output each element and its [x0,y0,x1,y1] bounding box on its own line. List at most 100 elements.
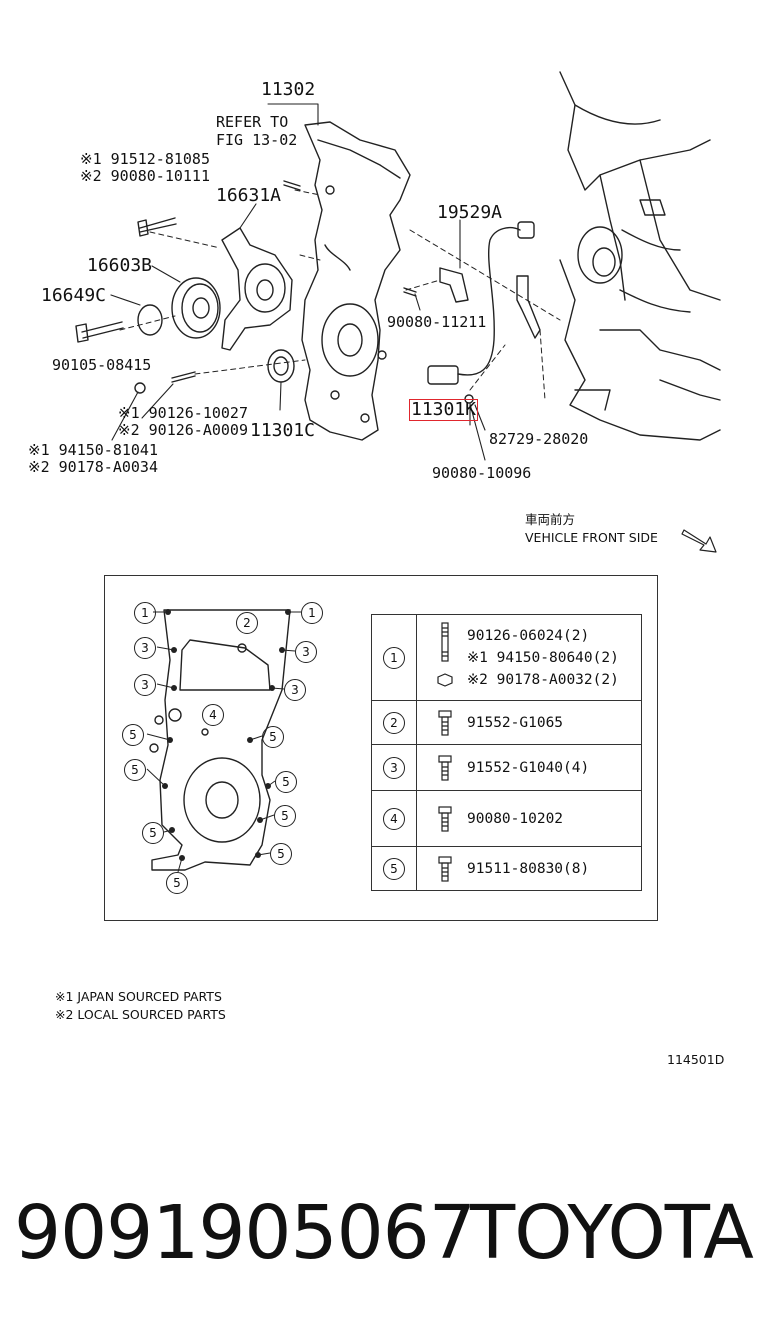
callout-3-c: 3 [134,674,156,696]
callout-5-g: 5 [270,843,292,865]
label-fig-ref: FIG 13-02 [216,131,298,149]
small-bolt-90080-11211 [403,287,417,297]
label-82729-28020: 82729-28020 [489,430,589,448]
crank-position-sensor [427,221,535,385]
row-ref-cell: 4 [371,790,417,847]
engine-block-outline [559,71,721,441]
nut-icon [437,672,453,687]
callout-5-a: 5 [122,724,144,746]
row-parts-cell: 90126-06024(2) ※1 94150-80640(2) ※2 9017… [416,614,642,701]
callout-2: 2 [236,612,258,634]
note-japan-sourced: ※1 JAPAN SOURCED PARTS [55,989,222,1004]
part-line: 90126-06024(2) [417,621,641,662]
bolt-91512 [137,217,177,237]
label-11301K-highlighted[interactable]: 11301K [409,399,479,421]
vehicle-front-arrow-icon [681,529,717,553]
row-ref-cell: 2 [371,700,417,745]
timing-chain-cover [301,121,411,441]
part-line: 91552-G1040(4) [417,754,641,781]
row-ref-cell: 5 [371,846,417,891]
label-19529A: 19529A [437,202,503,223]
ref-circle: 4 [383,807,405,830]
label-11301C: 11301C [250,420,316,441]
idler-pulley [171,277,221,339]
fastener-table: 1 90126-06024(2) ※1 94150-80640(2) ※2 90… [371,614,642,891]
direction-label-jp: 車両前方 [525,512,576,527]
part-number-text: ※2 90178-A0032(2) [467,671,619,688]
table-row: 4 90080-10202 [371,790,642,847]
footer-brand: TOYOTA [470,1190,754,1276]
footer-part-number: 9091905067 [14,1190,476,1276]
figure-code: 114501D [667,1052,725,1067]
callout-3-d: 3 [284,679,306,701]
flange-bolt-icon [438,754,452,781]
part-line: ※2 90178-A0032(2) [417,669,641,691]
part-number-text: 90126-06024(2) [467,627,590,644]
stud-bolt-icon [441,621,449,662]
row-ref-cell: 3 [371,744,417,791]
note-local-sourced: ※2 LOCAL SOURCED PARTS [55,1007,226,1022]
part-number-text: ※1 94150-80640(2) [467,649,619,666]
bolt-layout-inset [104,575,658,921]
part-line: ※1 94150-80640(2) [417,647,641,669]
row-parts-cell: 91552-G1065 [416,700,642,745]
callout-5-c: 5 [124,759,146,781]
ref-circle: 1 [383,646,405,669]
flange-bolt-icon [438,805,452,832]
callout-5-b: 5 [262,726,284,748]
idler-pulley-bracket [221,227,293,351]
label-16649C: 16649C [41,285,107,306]
cover-bolt-layout [149,609,291,871]
row-parts-cell: 91511-80830(8) [416,846,642,891]
bolt-90105 [75,321,124,343]
callout-5-f: 5 [142,822,164,844]
label-94150-81041: ※1 94150-81041 [28,441,158,459]
label-90080-11211: 90080-11211 [387,313,487,331]
row-ref-cell: 1 [371,614,417,701]
label-90178-A0034: ※2 90178-A0034 [28,458,158,476]
callout-5-e: 5 [274,805,296,827]
ref-circle: 3 [383,756,405,779]
sensor-bracket [439,267,469,303]
ref-circle: 2 [383,711,405,734]
stud-top [283,180,301,191]
label-refer-to: REFER TO [216,113,289,131]
callout-5-h: 5 [166,872,188,894]
oil-seal [267,349,295,383]
callout-4: 4 [202,704,224,726]
callout-5-d: 5 [275,771,297,793]
flange-bolt-icon [438,855,452,882]
label-90080-10096: 90080-10096 [432,464,532,482]
part-number-text: 91552-G1040(4) [467,759,590,776]
pulley-cover-plate [137,304,163,336]
table-row: 2 91552-G1065 [371,700,642,745]
label-90126-A0009: ※2 90126-A0009 [118,421,248,439]
callout-1-left: 1 [134,602,156,624]
callout-3-a: 3 [134,637,156,659]
table-row: 5 91511-80830(8) [371,846,642,891]
part-line: 91552-G1065 [417,709,641,736]
sensor-clip [516,275,541,339]
table-row: 3 91552-G1040(4) [371,744,642,791]
callout-1-right: 1 [301,602,323,624]
part-line: 90080-10202 [417,805,641,832]
label-11302: 11302 [261,79,316,100]
flange-bolt-icon [438,709,452,736]
label-90105-08415: 90105-08415 [52,356,152,374]
part-line: 91511-80830(8) [417,855,641,882]
label-90080-10111: ※2 90080-10111 [80,167,210,185]
nut-94150 [134,382,146,394]
label-91512-81085: ※1 91512-81085 [80,150,210,168]
direction-label-en: VEHICLE FRONT SIDE [525,530,658,545]
stud-90126 [171,371,196,383]
ref-circle: 5 [383,857,405,880]
label-90126-10027: ※1 90126-10027 [118,404,248,422]
row-parts-cell: 91552-G1040(4) [416,744,642,791]
part-number-text: 91511-80830(8) [467,860,590,877]
label-16631A: 16631A [216,185,282,206]
part-number-text: 91552-G1065 [467,714,564,731]
callout-3-b: 3 [295,641,317,663]
row-parts-cell: 90080-10202 [416,790,642,847]
table-row: 1 90126-06024(2) ※1 94150-80640(2) ※2 90… [371,614,642,701]
